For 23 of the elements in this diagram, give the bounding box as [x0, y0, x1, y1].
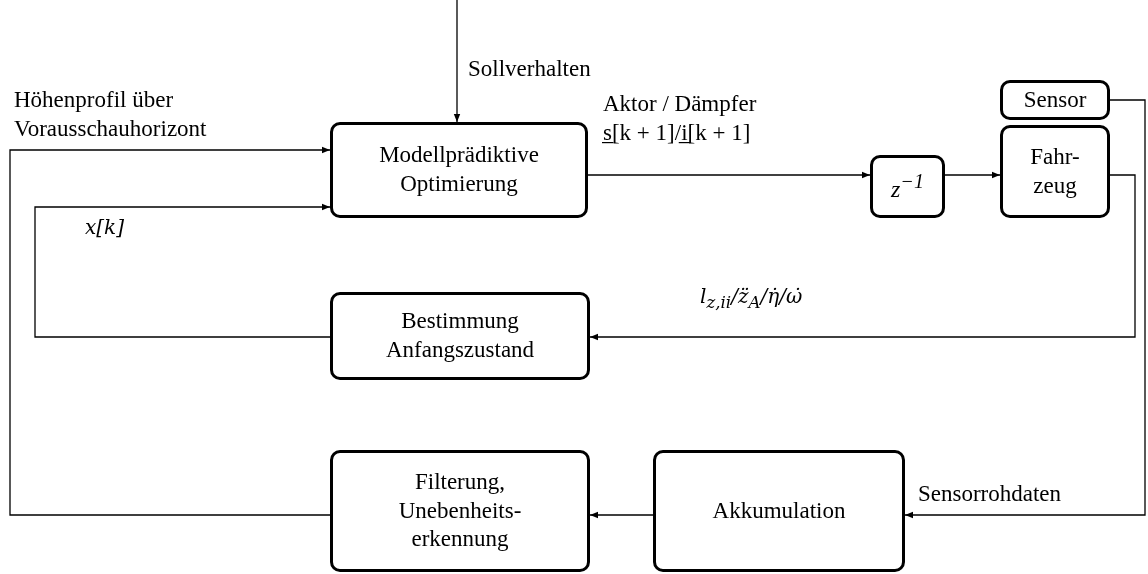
box-label: z$^{−1}$ — [891, 169, 924, 204]
arrow — [904, 99, 1146, 519]
arrow — [589, 511, 654, 519]
arrow — [34, 203, 331, 338]
box-label: Bestimmung Anfangszustand — [384, 307, 536, 364]
box-label: Sensor — [1023, 85, 1087, 114]
arrow — [944, 171, 1001, 179]
box-label: Akkumulation — [712, 496, 846, 525]
process-box — [1000, 80, 1110, 120]
process-box — [330, 292, 590, 380]
arrow — [587, 171, 871, 179]
process-box — [870, 155, 945, 218]
edge-label: l$_{z,ii}$/z̈$_{A}$/η̇/ω̇ — [700, 284, 803, 314]
process-box — [1000, 125, 1110, 218]
process-box — [330, 450, 590, 572]
process-box — [653, 450, 905, 572]
box-label: Modellprädiktive Optimierung — [378, 141, 540, 198]
arrow — [9, 146, 331, 516]
arrow — [453, 0, 461, 123]
box-label: Filterung, Unebenheits- erkennung — [397, 467, 523, 554]
box-label: Fahr- zeug — [1029, 142, 1081, 200]
process-box — [330, 122, 588, 218]
arrow — [589, 174, 1136, 341]
